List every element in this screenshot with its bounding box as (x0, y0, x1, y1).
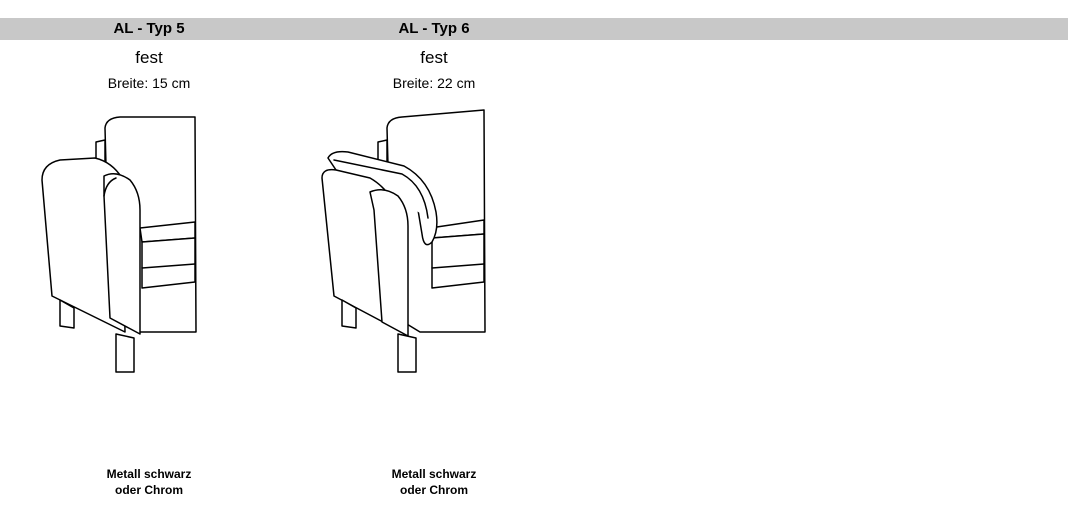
column-width-label: Breite: 15 cm (107, 75, 191, 91)
column-width-label: Breite: 22 cm (392, 75, 476, 91)
armchair-typ6-illustration (312, 100, 552, 390)
material-label-typ5: Metall schwarz oder Chrom (49, 466, 249, 498)
material-line: oder Chrom (114, 483, 183, 497)
material-line: Metall schwarz (391, 467, 477, 481)
column-title: AL - Typ 5 (113, 20, 185, 37)
armchair-typ5-illustration (30, 100, 270, 390)
column-subtitle: fest (135, 48, 163, 67)
column-typ5: AL - Typ 5 fest Breite: 15 cm (49, 18, 249, 92)
header-bar (0, 18, 1068, 40)
material-line: oder Chrom (399, 483, 468, 497)
column-title: AL - Typ 6 (398, 20, 470, 37)
material-label-typ6: Metall schwarz oder Chrom (334, 466, 534, 498)
column-subtitle: fest (420, 48, 448, 67)
material-line: Metall schwarz (106, 467, 192, 481)
column-typ6: AL - Typ 6 fest Breite: 22 cm (334, 18, 534, 92)
